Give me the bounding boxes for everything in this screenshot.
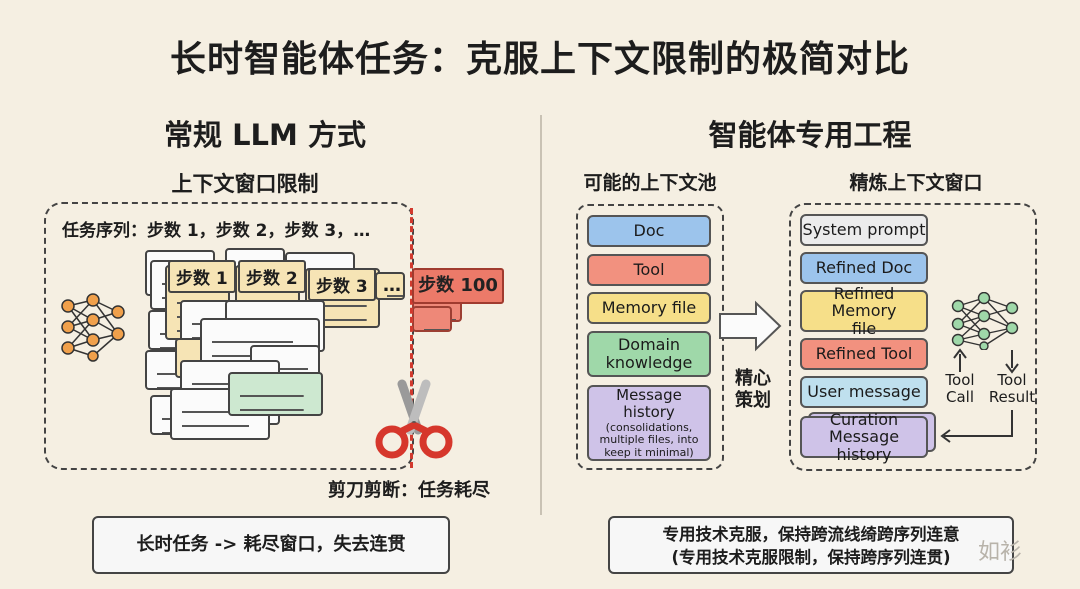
context-page [228, 372, 323, 416]
pool-item-domain-knowledge: Domain knowledge [587, 331, 711, 377]
window-title: 精炼上下文窗口 [849, 172, 983, 194]
message-history-label: Message history [616, 386, 682, 421]
refined-window-box [789, 203, 1037, 471]
final-step-label: 步数 100 [412, 268, 504, 304]
divider [540, 115, 542, 515]
scissors-icon [375, 379, 453, 459]
step-ellipsis: … [383, 275, 401, 296]
pool-item-message-history: Message history (consolidations, multipl… [587, 385, 711, 461]
page-title: 长时智能体任务：克服上下文限制的极简对比 [169, 39, 910, 80]
window-item-system-prompt: System prompt [800, 214, 928, 246]
step-label: 步数 3 [308, 268, 376, 301]
neural-network-icon [61, 293, 125, 362]
window-item-refined-tool: Refined Tool [800, 338, 928, 370]
overflow-page [412, 306, 452, 332]
context-page [200, 318, 320, 368]
neural-network-icon-right [951, 292, 1019, 350]
context-page [375, 272, 405, 300]
pool-title: 可能的上下文池 [583, 172, 717, 194]
cut-caption: 剪刀剪断：任务耗尽 [328, 480, 490, 501]
pool-item-doc: Doc [587, 215, 711, 247]
pool-item-tool: Tool [587, 254, 711, 286]
window-item-curation-history: Curation Message history [800, 410, 928, 463]
task-sequence-label: 任务序列：步数 1，步数 2，步数 3，… [62, 221, 371, 241]
tool-loop-arrows [940, 348, 1019, 443]
arrow-right-icon [719, 300, 782, 352]
context-window-box [44, 202, 414, 470]
watermark: 如衫 [978, 540, 1023, 565]
right-summary-line2: (专用技术克服限制，保持跨序列连贯) [671, 548, 951, 567]
cut-line [410, 208, 413, 468]
window-item-refined-doc: Refined Doc [800, 252, 928, 284]
step-label: 步数 2 [238, 260, 306, 293]
window-item-user-message: User message [800, 376, 928, 408]
right-heading: 智能体专用工程 [708, 118, 912, 152]
right-summary-line1: 专用技术克服，保持跨流线绮跨序列连意 [662, 525, 960, 544]
step-label: 步数 1 [168, 260, 236, 293]
pool-item-memory-file: Memory file [587, 292, 711, 324]
window-item-refined-memory-file: Refined Memory file [800, 284, 928, 337]
arrow-label: 精心策划 [735, 368, 771, 411]
left-summary: 长时任务 -> 耗尽窗口，失去连贯 [92, 516, 450, 574]
tool-call-label: Tool Call [945, 371, 975, 406]
left-subheading: 上下文窗口限制 [171, 172, 319, 196]
message-history-note: (consolidations, multiple files, into ke… [599, 421, 699, 459]
right-summary: 专用技术克服，保持跨流线绮跨序列连意 (专用技术克服限制，保持跨序列连贯) [608, 516, 1014, 574]
left-heading: 常规 LLM 方式 [163, 118, 366, 152]
tool-result-label: Tool Result [988, 371, 1036, 406]
